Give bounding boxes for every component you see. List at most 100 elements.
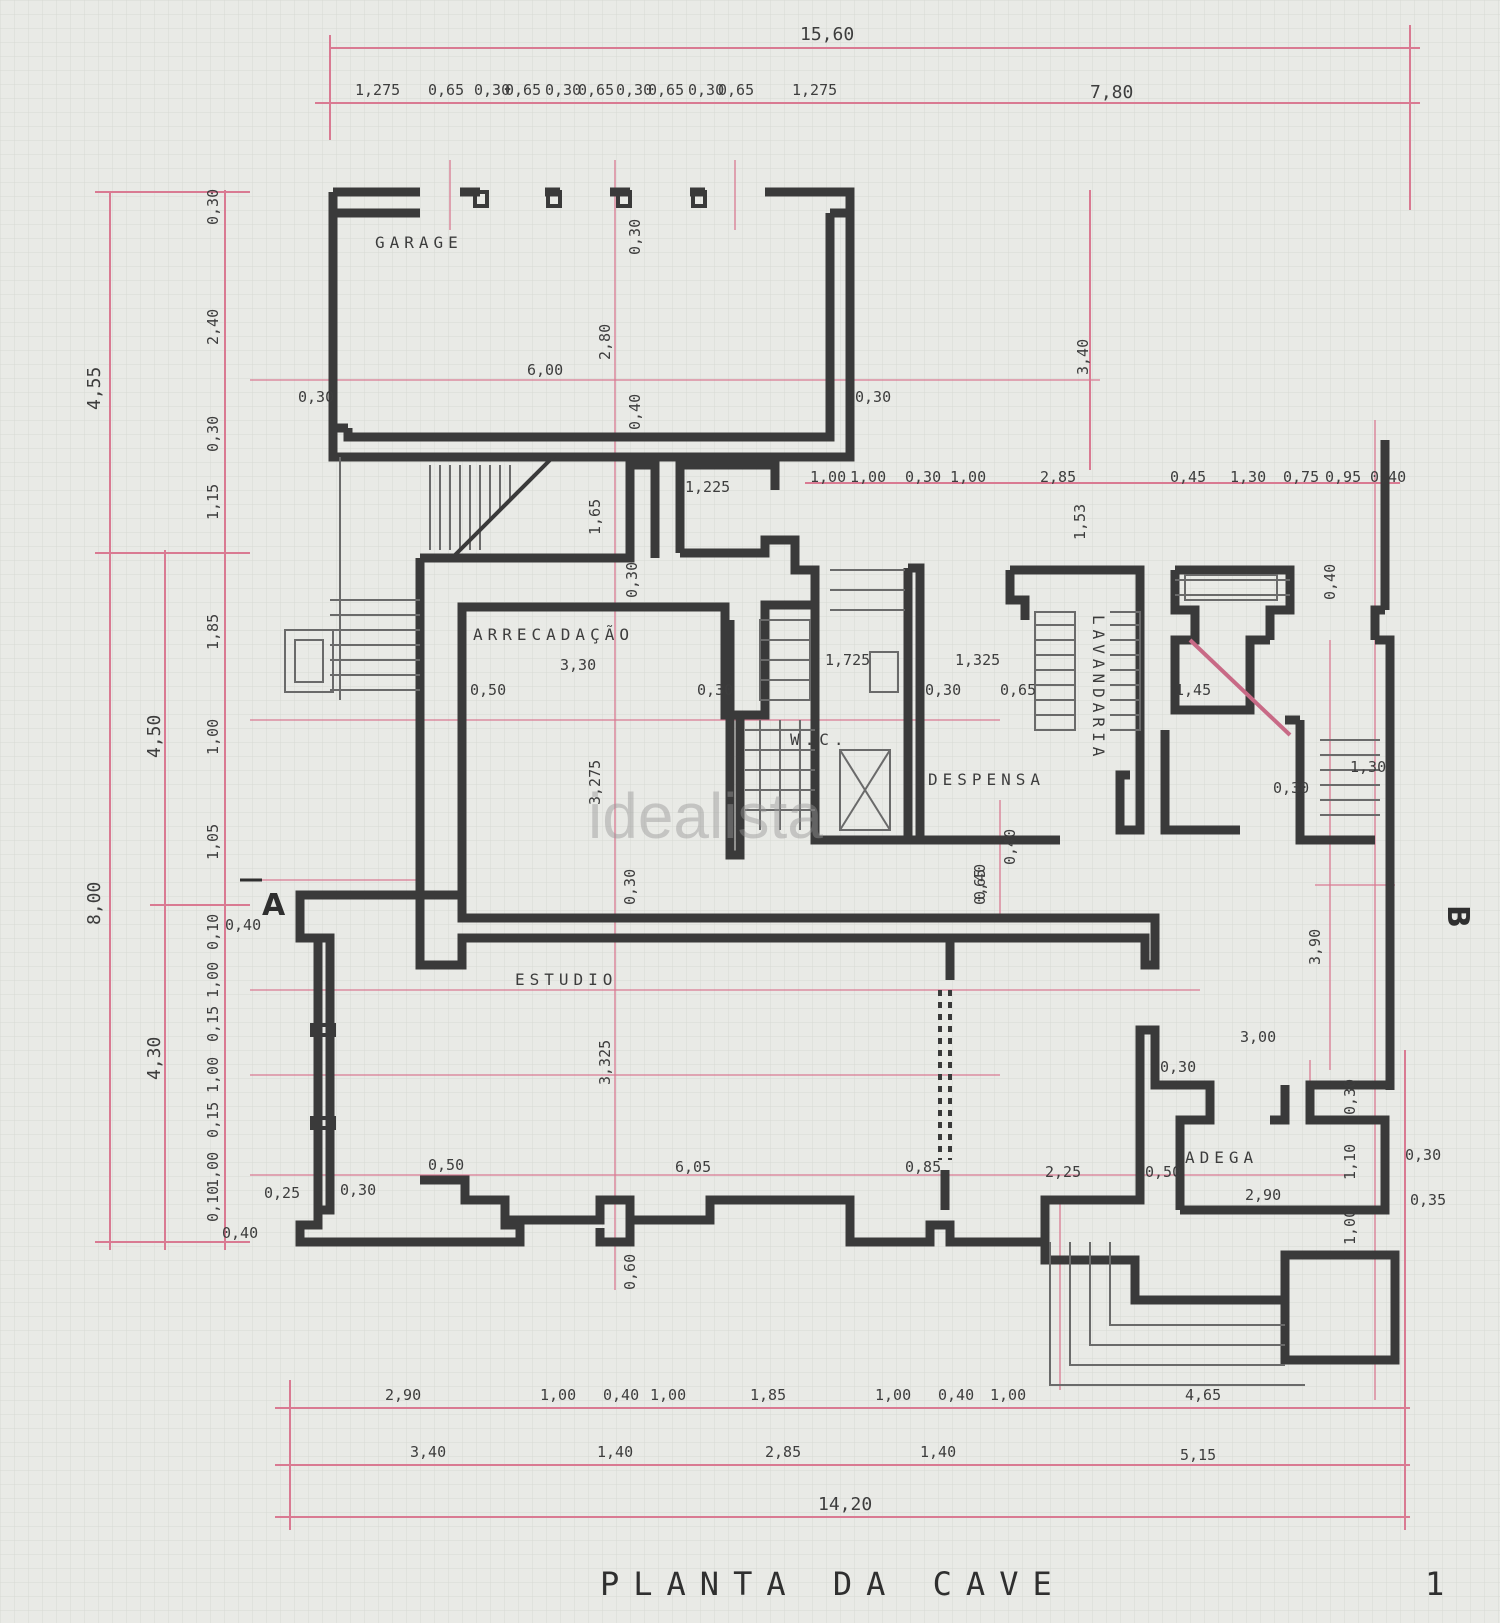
section-markers: A B bbox=[240, 878, 1475, 928]
dim-b2-140b: 1,40 bbox=[920, 1443, 956, 1461]
dim-r-153: 1,53 bbox=[1071, 504, 1089, 540]
dim-estudio-h: 3,325 bbox=[596, 1040, 614, 1085]
dimension-lines bbox=[95, 25, 1420, 1530]
dim-arr-165: 1,65 bbox=[586, 499, 604, 535]
dim-r-100a2: 1,00 bbox=[850, 468, 886, 486]
dim-b1-185: 1,85 bbox=[750, 1386, 786, 1404]
dim-top-d9: 0,65 bbox=[718, 81, 754, 99]
garage-walls bbox=[328, 187, 855, 462]
dim-desp-030: 0,30 bbox=[925, 681, 961, 699]
dim-b2-140a: 1,40 bbox=[597, 1443, 633, 1461]
dim-top-d5: 0,65 bbox=[578, 81, 614, 99]
dim-top-d7: 0,65 bbox=[648, 81, 684, 99]
dim-r-100a: 1,00 bbox=[810, 468, 846, 486]
dim-r-045: 0,45 bbox=[1170, 468, 1206, 486]
dim-b1-465: 4,65 bbox=[1185, 1386, 1221, 1404]
dim-b1-040b: 0,40 bbox=[938, 1386, 974, 1404]
dim-top-left: 1,275 bbox=[355, 81, 400, 99]
dim-g-040: 0,40 bbox=[626, 394, 644, 430]
dim-r-390: 3,90 bbox=[1306, 929, 1324, 965]
page-number: 1 bbox=[1425, 1565, 1458, 1603]
dim-r-130: 1,30 bbox=[1230, 468, 1266, 486]
dim-r-125a: 1,225 bbox=[685, 478, 730, 496]
dim-top-far: 7,80 bbox=[1090, 82, 1133, 103]
room-label-lavandaria: LAVANDARIA bbox=[1089, 615, 1108, 761]
dim-v-240: 2,40 bbox=[204, 309, 222, 345]
dim-v-030-b: 0,30 bbox=[204, 416, 222, 452]
dim-b1-100b: 1,00 bbox=[650, 1386, 686, 1404]
dim-b2-515: 5,15 bbox=[1180, 1446, 1216, 1464]
dim-r-130b: 1,30 bbox=[1350, 758, 1386, 776]
dim-r-340: 3,40 bbox=[1074, 339, 1092, 375]
dim-v-100: 1,00 bbox=[204, 719, 222, 755]
dim-v-010-a: 0,10 bbox=[204, 914, 222, 950]
dim-desp-145: 1,45 bbox=[1175, 681, 1211, 699]
dim-top-d1: 0,65 bbox=[428, 81, 464, 99]
section-mark-a: A bbox=[262, 888, 286, 923]
dim-est-030b: 0,30 bbox=[1160, 1058, 1196, 1076]
dim-v-185: 1,85 bbox=[204, 614, 222, 650]
dim-wc: 1,725 bbox=[825, 651, 870, 669]
dim-est-050: 0,50 bbox=[428, 1156, 464, 1174]
dim-top-right: 1,275 bbox=[792, 81, 837, 99]
dim-b1-290: 2,90 bbox=[385, 1386, 421, 1404]
dim-est-085: 0,85 bbox=[905, 1158, 941, 1176]
dim-adega-w: 2,90 bbox=[1245, 1186, 1281, 1204]
dim-top-d4: 0,30 bbox=[545, 81, 581, 99]
dim-r-030d: 0,30 bbox=[1341, 1079, 1359, 1115]
dim-b2-285: 2,85 bbox=[765, 1443, 801, 1461]
dim-r-095: 0,95 bbox=[1325, 468, 1361, 486]
dim-r-030: 0,30 bbox=[905, 468, 941, 486]
dim-bottom-total: 14,20 bbox=[818, 1494, 872, 1515]
dim-est-605: 6,05 bbox=[675, 1158, 711, 1176]
dim-v-010-b: 0,10 bbox=[204, 1186, 222, 1222]
dim-r-075: 0,75 bbox=[1283, 468, 1319, 486]
room-label-arrecadacao: ARRECADAÇÃO bbox=[473, 625, 634, 644]
dim-desp: 1,325 bbox=[955, 651, 1000, 669]
main-walls bbox=[295, 440, 1400, 1365]
dim-r-040: 0,40 bbox=[1370, 468, 1406, 486]
dim-top-d3: 0,65 bbox=[505, 81, 541, 99]
dim-arr-050: 0,50 bbox=[470, 681, 506, 699]
dim-v-100-b: 1,00 bbox=[204, 962, 222, 998]
dim-b2-340: 3,40 bbox=[410, 1443, 446, 1461]
dim-arr-h: 3,275 bbox=[586, 760, 604, 805]
dim-left-lower: 4,30 bbox=[144, 1037, 165, 1080]
room-label-garage: GARAGE bbox=[375, 233, 463, 252]
room-label-despensa: DESPENSA bbox=[928, 770, 1045, 789]
dim-estudio-030: 0,30 bbox=[621, 869, 639, 905]
dim-r-040d: 0,40 bbox=[971, 864, 989, 900]
dim-top-d2: 0,30 bbox=[474, 81, 510, 99]
dim-top-d6: 0,30 bbox=[616, 81, 652, 99]
dim-est-030: 0,30 bbox=[340, 1181, 376, 1199]
dimension-texts: 15,60 1,275 0,65 0,30 0,65 0,30 0,65 0,3… bbox=[84, 24, 1446, 1515]
dim-arr-030b: 0,30 bbox=[623, 562, 641, 598]
dim-v-100-c: 1,00 bbox=[204, 1057, 222, 1093]
dim-v-100-d: 1,00 bbox=[204, 1152, 222, 1188]
dim-left-mid: 4,50 bbox=[144, 715, 165, 758]
dim-b1-100d: 1,00 bbox=[990, 1386, 1026, 1404]
dim-r-040b: 0,40 bbox=[1321, 564, 1339, 600]
dim-v-040: 0,40 bbox=[222, 1224, 258, 1242]
dim-r-300: 3,00 bbox=[1240, 1028, 1276, 1046]
stairs bbox=[284, 453, 1380, 1386]
watermark: idealista bbox=[588, 780, 823, 852]
dim-v-015: 0,15 bbox=[204, 1006, 222, 1042]
dim-r-285: 2,85 bbox=[1040, 468, 1076, 486]
drawing-title: PLANTA DA CAVE bbox=[600, 1565, 1066, 1603]
dim-desp-065: 0,65 bbox=[1000, 681, 1036, 699]
dim-adega-h: 1,10 bbox=[1341, 1144, 1359, 1180]
dim-r-100c: 1,00 bbox=[1341, 1209, 1359, 1245]
dim-b1-100c: 1,00 bbox=[875, 1386, 911, 1404]
dim-top-d8: 0,30 bbox=[688, 81, 724, 99]
dim-v-015-b: 0,15 bbox=[204, 1102, 222, 1138]
dim-est-065: 0,65 bbox=[971, 869, 989, 905]
dim-garage-w: 6,00 bbox=[527, 361, 563, 379]
dim-v-105: 1,05 bbox=[204, 824, 222, 860]
dim-v-115: 1,15 bbox=[204, 484, 222, 520]
dim-v-040-top: 0,40 bbox=[225, 916, 261, 934]
dim-est-025: 0,25 bbox=[264, 1184, 300, 1202]
dim-r-030e: 0,30 bbox=[1405, 1146, 1441, 1164]
